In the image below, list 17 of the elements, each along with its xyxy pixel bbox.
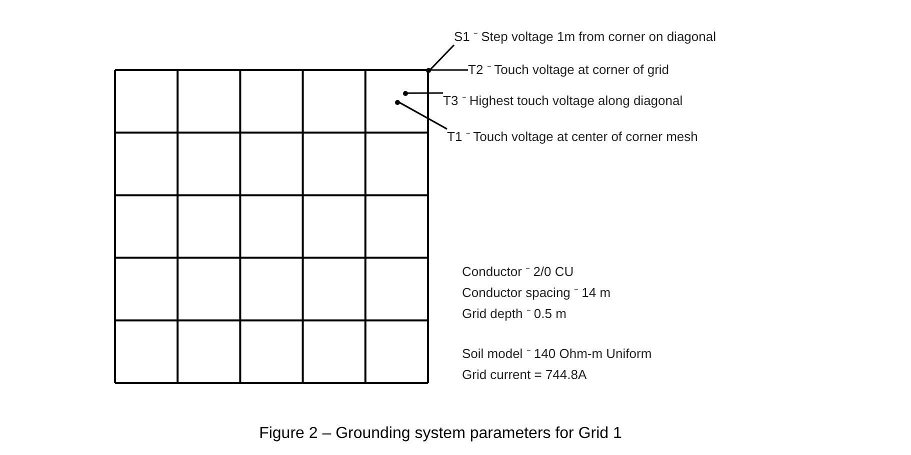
- point-dot: [426, 68, 430, 72]
- leader-line: [399, 102, 448, 130]
- point-dot: [402, 90, 408, 96]
- callout-text: T2 ⁻ Touch voltage at corner of grid: [468, 62, 670, 78]
- callout-text: S1 ⁻ Step voltage 1m from corner on diagonal: [454, 29, 716, 45]
- figure-caption: Figure 2 – Grounding system parameters for Grid 1: [258, 426, 623, 442]
- leader-line: [408, 92, 443, 94]
- leader-line: [430, 44, 455, 70]
- parameter-text: Grid current = 744.8A: [462, 367, 587, 383]
- parameter-text: Conductor spacing ⁻ 14 m: [462, 285, 611, 301]
- callout-text: T1 ⁻ Touch voltage at center of corner mesh: [447, 129, 698, 145]
- point-dot: [394, 100, 400, 104]
- leader-line: [430, 69, 468, 71]
- callout-text: T3 ⁻ Highest touch voltage along diagonal: [443, 93, 683, 109]
- parameter-text: Grid depth ⁻ 0.5 m: [462, 306, 566, 322]
- parameter-text: Soil model ⁻ 140 Ohm-m Uniform: [462, 346, 652, 362]
- parameter-text: Conductor ⁻ 2/0 CU: [462, 264, 574, 280]
